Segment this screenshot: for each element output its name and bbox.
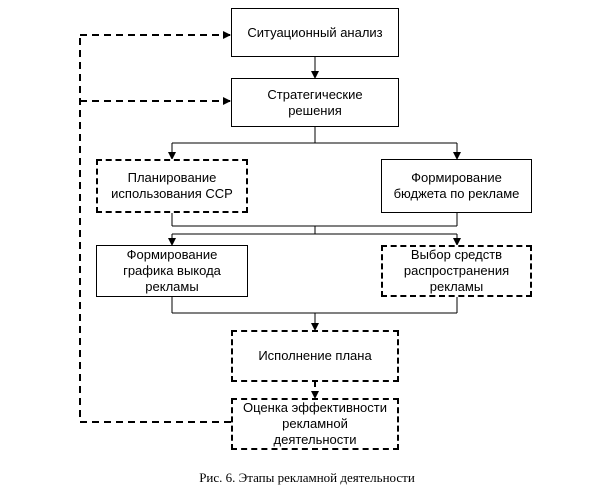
- node-ssr-planning-label: Планирование использования ССР: [111, 170, 233, 201]
- feedback-loop: [79, 35, 231, 423]
- node-budget-forming-label: Формирование бюджета по рекламе: [393, 170, 520, 201]
- node-situational-analysis: Ситуационный анализ: [231, 8, 399, 57]
- node-effectiveness-evaluation-label: Оценка эффективности рекламной деятельно…: [243, 400, 387, 447]
- node-ssr-planning: Планирование использования ССР: [96, 159, 248, 213]
- node-situational-analysis-label: Ситуационный анализ: [247, 24, 383, 40]
- figure-caption: Рис. 6. Этапы рекламной деятельности: [199, 470, 415, 485]
- node-media-selection: Выбор средств распространения рекламы: [381, 245, 532, 297]
- node-media-selection-label: Выбор средств распространения рекламы: [403, 247, 510, 294]
- node-plan-execution-label: Исполнение плана: [258, 348, 372, 363]
- node-budget-forming: Формирование бюджета по рекламе: [381, 159, 532, 213]
- node-strategic-decisions-label: Стратегические решения: [267, 86, 363, 118]
- node-effectiveness-evaluation: Оценка эффективности рекламной деятельно…: [231, 398, 399, 450]
- node-schedule-forming-label: Формирование графика выкода рекламы: [123, 247, 221, 294]
- node-strategic-decisions: Стратегические решения: [231, 78, 399, 127]
- node-schedule-forming: Формирование графика выкода рекламы: [96, 245, 248, 297]
- node-plan-execution: Исполнение плана: [231, 330, 399, 382]
